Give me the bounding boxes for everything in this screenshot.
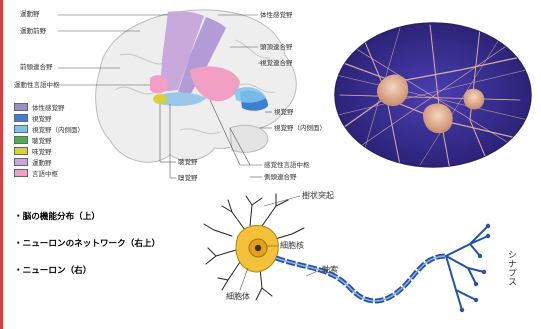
legend-item: 体性感覚野 [14,101,84,112]
legend-label: 聴覚野 [32,135,52,145]
brain-legend: 体性感覚野 視覚野 視覚野（内側面） 聴覚野 味覚野 運動野 言語中枢 [14,101,84,178]
label-somatosensory-area: 体性感覚野 [260,12,293,19]
legend-swatch [14,169,28,177]
caption-neuron: ・ニューロン（右） [14,264,160,291]
label-axon: 軸索 [322,266,338,274]
label-motor-area: 運動野 [20,11,40,18]
label-sensory-language-center: 感覚性言語中枢 [264,162,310,169]
legend-swatch [14,103,28,111]
label-temporal-association-area: 側頭連合野 [264,174,297,181]
caption-brain-function: ・脳の機能分布（上） [14,210,160,237]
label-dendrite: 樹状突起 [302,192,334,200]
label-visual-area: 視覚野 [274,109,294,116]
legend-label: 運動野 [32,157,52,167]
legend-item: 視覚野（内側面） [14,123,84,134]
legend-swatch [14,125,28,133]
legend-item: 運動野 [14,156,84,167]
label-cell-body: 細胞体 [226,293,250,301]
neuron-network-image [335,23,531,167]
legend-swatch [14,114,28,122]
label-parietal-association-area: 頭頂連合野 [260,44,293,51]
legend-item: 聴覚野 [14,134,84,145]
label-synapse: シナプス [506,250,515,286]
caption-neuron-network: ・ニューロンのネットワーク（右上） [14,237,160,264]
legend-swatch [14,158,28,166]
legend-label: 味覚野 [32,146,52,156]
legend-label: 体性感覚野 [32,102,65,112]
caption-list: ・脳の機能分布（上） ・ニューロンのネットワーク（右上） ・ニューロン（右） [14,210,160,291]
taste-area-region [153,94,167,104]
label-visual-association-area: 視覚連合野 [260,60,293,67]
legend-item: 視覚野 [14,112,84,123]
label-motor-language-center: 運動性言語中枢 [14,82,60,89]
label-visual-area-medial: 視覚野（内側面） [274,125,326,132]
label-frontal-association-area: 前頭連合野 [20,64,53,71]
legend-swatch [14,136,28,144]
legend-label: 言語中枢 [32,168,58,178]
legend-label: 視覚野（内側面） [32,124,84,134]
label-premotor-area: 運動前野 [20,28,46,35]
label-auditory-area: 聴覚野 [178,159,198,166]
label-cell-nucleus: 細胞核 [280,242,304,250]
axon-shape [276,256,446,301]
legend-label: 視覚野 [32,113,52,123]
legend-item: 味覚野 [14,145,84,156]
label-olfactory-area: 嗅覚野 [178,175,198,182]
legend-swatch [14,147,28,155]
legend-item: 言語中枢 [14,167,84,178]
